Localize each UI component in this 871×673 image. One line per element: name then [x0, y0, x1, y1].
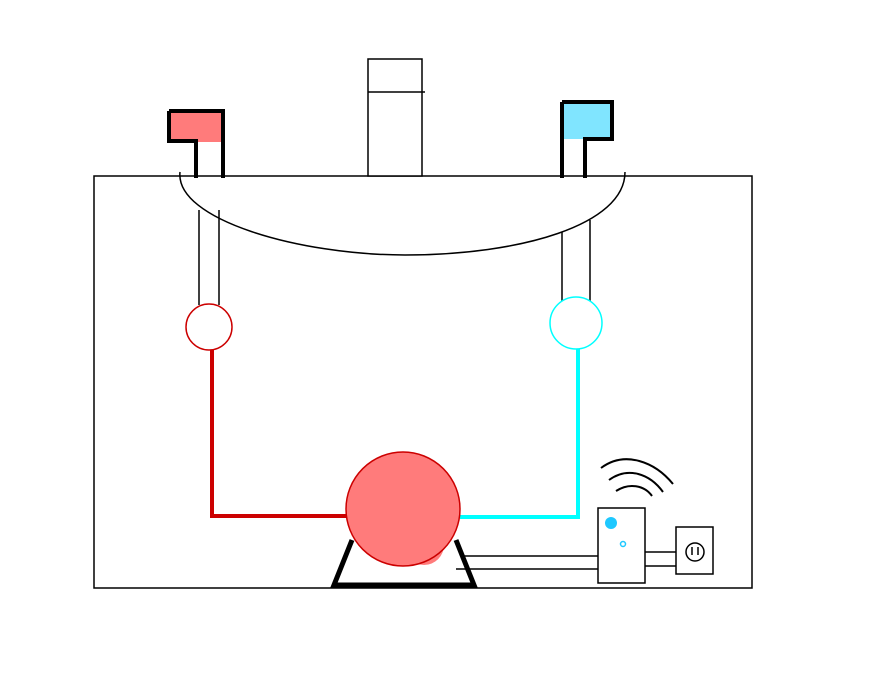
smart-controller-icon — [597, 507, 646, 584]
faucet-spout — [367, 58, 425, 177]
status-led — [605, 517, 617, 529]
power-cord — [645, 551, 676, 567]
pump-stand — [330, 539, 478, 588]
indicator-dot — [619, 540, 627, 548]
cold-water-tap-icon — [560, 100, 614, 178]
power-outlet-icon — [675, 526, 714, 575]
cold-water-line — [460, 349, 580, 519]
hot-water-line — [210, 350, 348, 518]
sink-basin — [179, 171, 626, 256]
circulation-pump-icon — [345, 451, 461, 567]
hot-water-tap-icon — [167, 109, 225, 178]
hot-shutoff-valve — [185, 303, 233, 351]
cabinet-outline — [93, 175, 753, 589]
wifi-signal-icon — [600, 458, 674, 497]
pump-control-wire — [456, 555, 598, 570]
cold-supply-pipe — [561, 220, 591, 305]
hot-supply-pipe — [198, 210, 220, 305]
cold-shutoff-valve — [549, 296, 603, 350]
